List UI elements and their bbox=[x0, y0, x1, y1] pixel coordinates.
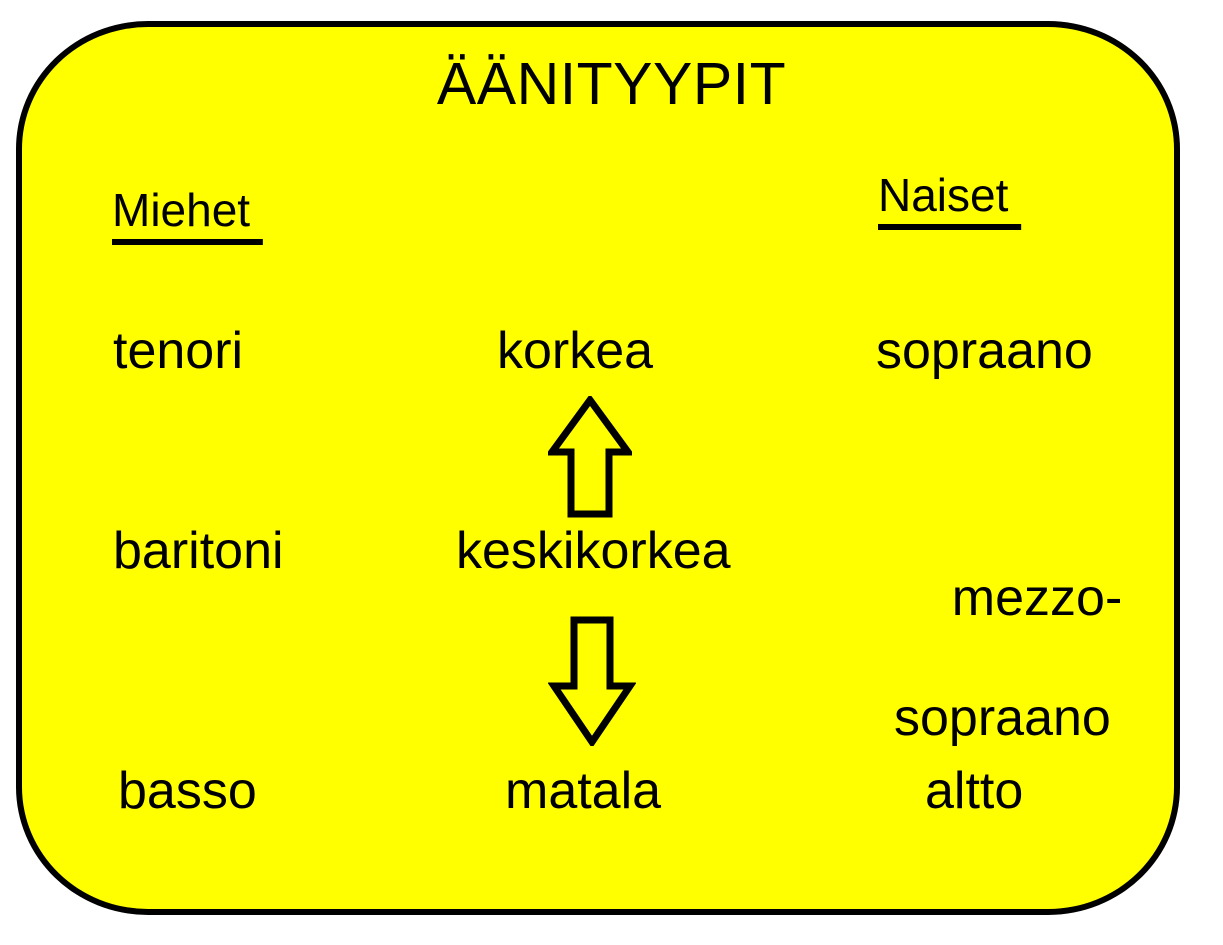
column-heading-women: Naiset bbox=[878, 169, 1022, 221]
page-title: ÄÄNITYYPIT bbox=[436, 51, 787, 117]
female-voice-middle-line1: mezzo- bbox=[951, 569, 1123, 627]
range-label-low: matala bbox=[505, 762, 662, 820]
female-voice-low: altto bbox=[925, 762, 1024, 820]
column-heading-men: Miehet bbox=[112, 184, 263, 236]
range-label-middle: keskikorkea bbox=[456, 522, 731, 580]
male-voice-high: tenori bbox=[113, 322, 244, 380]
female-voice-middle: mezzo- sopraano bbox=[894, 520, 1122, 848]
female-voice-high: sopraano bbox=[876, 322, 1093, 380]
male-voice-low: basso bbox=[118, 762, 257, 820]
female-voice-middle-line2: sopraano bbox=[894, 689, 1111, 747]
male-voice-middle: baritoni bbox=[113, 522, 284, 580]
range-label-high: korkea bbox=[497, 322, 654, 380]
arrow-up-icon bbox=[548, 396, 632, 518]
arrow-down-icon bbox=[548, 616, 636, 746]
